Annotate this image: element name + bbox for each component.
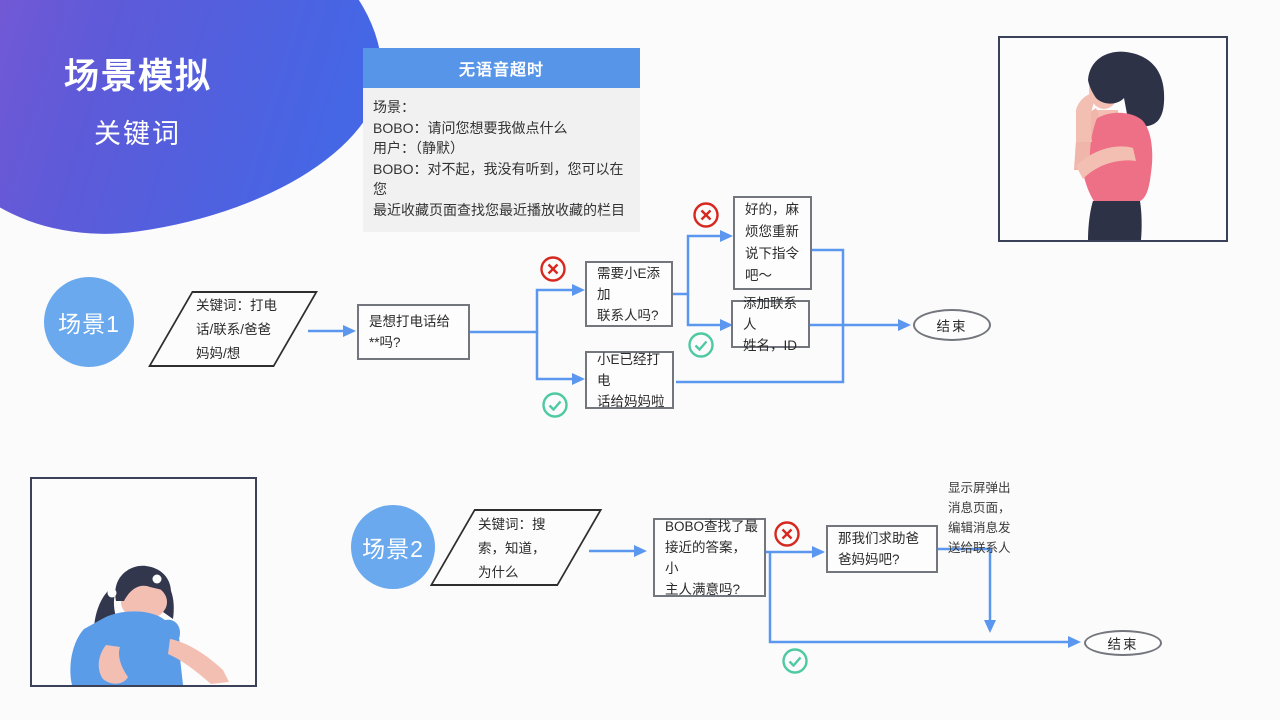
dialog-panel: 无语音超时 场景： BOBO：请问您想要我做点什么 用户：（静默） BOBO：对… [363,48,640,232]
illustration-sitting-girl [30,477,257,687]
yes-check-icon [542,392,568,418]
scenario2-keywords-text: 关键词：搜 索，知道， 为什么 [478,517,546,580]
dialog-line: 场景： [373,99,415,115]
scenario1-question-box: 是想打电话给 **吗? [357,304,470,360]
scenario2-badge-label: 场景2 [362,536,424,562]
scenario1-keywords-text: 关键词：打电 话/联系/爸爸 妈妈/想 [196,298,277,361]
no-cross-icon [540,256,566,282]
scenario2-annotation: 显示屏弹出 消息页面， 编辑消息发 送给联系人 [948,481,1011,555]
dialog-title: 无语音超时 [363,48,640,88]
scenario2-question-box: BOBO查找了最 接近的答案，小 主人满意吗? [653,518,766,597]
girl-illustration [70,565,229,685]
header-blob [0,0,401,259]
scenario1-calling-mom-box: 小E已经打电 话给妈妈啦 [585,351,674,409]
dialog-line: BOBO：请问您想要我做点什么 [373,119,568,136]
illustration-thinking-woman [998,36,1228,242]
scenario1-badge-label: 场景1 [58,311,120,337]
yes-check-icon [688,332,714,358]
woman-illustration [1074,51,1165,240]
scenario2-keywords-parallelogram: 关键词：搜 索，知道， 为什么 [429,509,603,586]
dialog-body: 场景： BOBO：请问您想要我做点什么 用户：（静默） BOBO：对不起，我没有… [363,88,640,232]
dialog-line: 最近收藏页面查找您最近播放收藏的栏目 [373,201,625,218]
scenario2-ask-parents-box: 那我们求助爸 爸妈妈吧? [826,525,938,573]
scenario1-end-node: 结束 [913,309,991,341]
yes-check-icon [782,648,808,674]
no-cross-icon [693,202,719,228]
dialog-line: 用户：（静默） [373,140,464,156]
dialog-line: BOBO：对不起，我没有听到，您可以在您 [373,160,624,198]
no-cross-icon [774,521,800,547]
scenario1-retry-prompt-box: 好的，麻 烦您重新 说下指令 吧～ [733,196,812,290]
scenario1-add-contact-info-box: 添加联系人 姓名，ID [731,296,810,353]
scenario2-badge: 场景2 [351,505,435,589]
page-subtitle: 关键词 [94,119,181,149]
scenario2-end-node: 结束 [1084,630,1162,656]
scenario1-add-contact-question-box: 需要小E添加 联系人吗? [585,261,673,327]
scenario1-keywords-parallelogram: 关键词：打电 话/联系/爸爸 妈妈/想 [148,291,318,367]
scenario1-badge: 场景1 [44,277,134,367]
page-title: 场景模拟 [64,57,213,96]
